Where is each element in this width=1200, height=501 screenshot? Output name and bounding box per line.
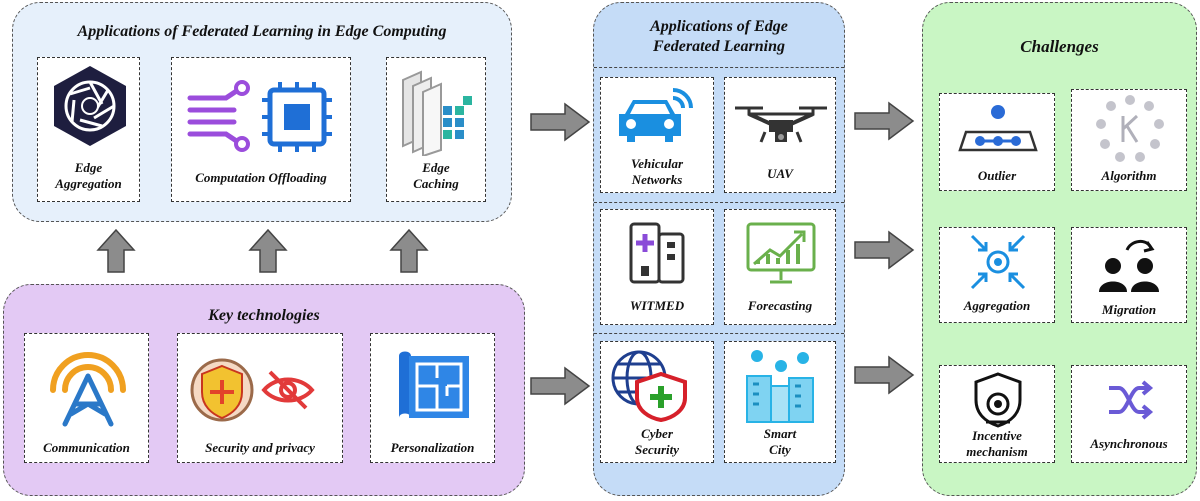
communication-label: Communication	[43, 440, 130, 455]
converge-target-icon	[970, 234, 1026, 290]
personalization-card: Personalization	[370, 333, 495, 463]
computation-offloading-card: Computation Offloading	[171, 57, 351, 202]
hexagon-aperture-icon	[54, 66, 126, 146]
migration-card: Migration	[1071, 227, 1187, 323]
smart-city-label: Smart City	[763, 426, 797, 457]
shuffle-icon	[1109, 380, 1154, 420]
computation-offloading-label: Computation Offloading	[195, 170, 327, 185]
k-cluster-icon	[1096, 95, 1164, 162]
edge-fl-panel: Applications of Edge Federated Learning …	[593, 2, 845, 496]
right-arrow-top	[530, 102, 591, 142]
forecasting-card: Forecasting	[724, 209, 836, 325]
edge-aggregation-card: Edge Aggregation	[37, 57, 140, 202]
antenna-signal-icon	[50, 352, 126, 427]
migration-label: Migration	[1101, 302, 1157, 317]
user-transfer-icon	[1099, 240, 1159, 292]
asynchronous-label: Asynchronous	[1090, 436, 1168, 451]
circuit-chip-icon	[187, 80, 332, 152]
edge-caching-card: Edge Caching	[386, 57, 486, 202]
shield-eye-off-icon	[190, 358, 315, 422]
security-privacy-label: Security and privacy	[205, 440, 315, 455]
uav-label: UAV	[767, 166, 793, 181]
aggregation-card: Aggregation	[939, 227, 1055, 323]
challenges-title: Challenges	[1020, 37, 1099, 56]
forecasting-label: Forecasting	[747, 298, 813, 313]
key-technologies-title: Key technologies	[208, 307, 320, 324]
connected-car-icon	[619, 88, 693, 142]
outlier-card: Outlier	[939, 93, 1055, 191]
edge-fl-grid-2	[594, 333, 844, 334]
vehicular-networks-card: Vehicular Networks	[600, 77, 714, 193]
city-buildings-icon	[746, 350, 814, 423]
personalization-label: Personalization	[390, 440, 475, 455]
edge-fl-title: Applications of Edge Federated Learning	[650, 18, 788, 55]
cyber-security-card: Cyber Security	[600, 341, 714, 463]
drone-icon	[735, 106, 827, 143]
right-arrow-challenges-3	[854, 355, 915, 395]
edge-aggregation-label: Edge Aggregation	[55, 160, 122, 191]
algorithm-card: Algorithm	[1071, 89, 1187, 191]
asynchronous-card: Asynchronous	[1071, 365, 1187, 463]
edge-fl-grid-1	[594, 67, 844, 203]
globe-shield-icon	[611, 350, 687, 422]
witmed-card: WITMED	[600, 209, 714, 325]
up-arrow-1	[96, 228, 136, 273]
algorithm-label: Algorithm	[1101, 168, 1157, 183]
outlier-label: Outlier	[977, 168, 1017, 183]
up-arrow-2	[248, 228, 288, 273]
uav-card: UAV	[724, 77, 836, 193]
challenges-panel: Challenges Outlier Algorithm	[922, 2, 1197, 496]
up-arrow-3	[389, 228, 429, 273]
incentive-mechanism-card: Incentive mechanism	[939, 365, 1055, 463]
stacked-layers-icon	[402, 70, 472, 156]
right-arrow-bottom	[530, 366, 591, 406]
outlier-node-icon	[958, 105, 1038, 152]
right-arrow-challenges-2	[854, 230, 915, 270]
trend-chart-icon	[746, 222, 816, 284]
smart-city-card: Smart City	[724, 341, 836, 463]
cyber-security-label: Cyber Security	[634, 426, 680, 457]
key-technologies-panel: Key technologies Communication Security …	[3, 284, 525, 496]
incentive-mechanism-label: Incentive mechanism	[966, 428, 1028, 459]
hospital-building-icon	[629, 222, 685, 284]
shield-coin-icon	[974, 372, 1022, 428]
blueprint-icon	[399, 351, 469, 418]
edge-computing-panel: Applications of Federated Learning in Ed…	[12, 2, 512, 222]
aggregation-label: Aggregation	[963, 298, 1031, 313]
edge-caching-label: Edge Caching	[413, 160, 459, 191]
communication-card: Communication	[24, 333, 149, 463]
vehicular-networks-label: Vehicular Networks	[630, 156, 683, 187]
security-privacy-card: Security and privacy	[177, 333, 343, 463]
edge-computing-title: Applications of Federated Learning in Ed…	[77, 23, 447, 40]
right-arrow-challenges-1	[854, 101, 915, 141]
witmed-label: WITMED	[629, 298, 685, 313]
